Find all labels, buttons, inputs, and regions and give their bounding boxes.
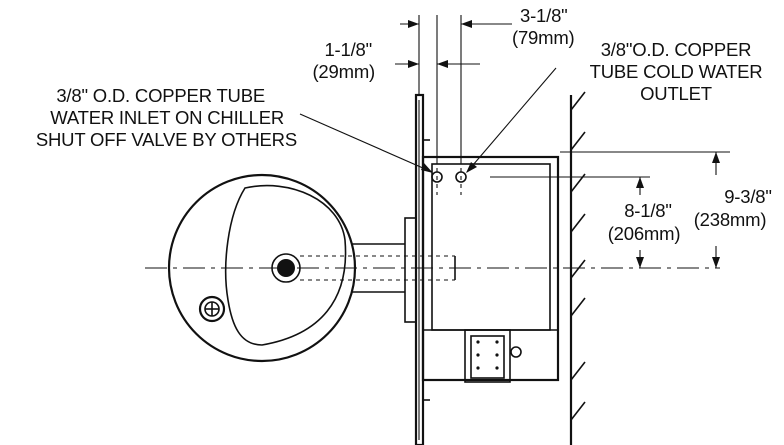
inlet-label-line2: WATER INLET ON CHILLER: [50, 107, 284, 128]
electrical-box: [464, 329, 522, 383]
dim-right-bottom: (79mm): [512, 27, 575, 48]
mounting-plate: [404, 93, 430, 445]
dim-mid-top: 8-1/8": [624, 200, 672, 221]
top-dimensions: [395, 15, 512, 160]
inlet-label-line1: 3/8" O.D. COPPER TUBE: [56, 85, 265, 106]
tube-markers: [431, 160, 467, 195]
dim-outer-top: 9-3/8": [724, 186, 772, 207]
right-dimensions: [490, 151, 730, 268]
drain-pipe: [300, 243, 456, 293]
dim-mid-bottom: (206mm): [608, 223, 681, 244]
inlet-label-line3: SHUT OFF VALVE BY OTHERS: [36, 129, 297, 150]
outlet-label-line3: OUTLET: [640, 83, 712, 104]
labels: 1-1/8" (29mm) 3-1/8" (79mm) 3/8" O.D. CO…: [36, 5, 772, 244]
dim-left-top: 1-1/8": [324, 39, 372, 60]
outlet-label-line2: TUBE COLD WATER: [590, 61, 763, 82]
outlet-label-line1: 3/8"O.D. COPPER: [601, 39, 752, 60]
dim-left-bottom: (29mm): [312, 61, 375, 82]
wall: [569, 91, 586, 445]
dim-right-top: 3-1/8": [520, 5, 568, 26]
fountain-bowl: [167, 173, 357, 363]
leader-lines: [299, 67, 557, 173]
dim-outer-bottom: (238mm): [694, 209, 767, 230]
